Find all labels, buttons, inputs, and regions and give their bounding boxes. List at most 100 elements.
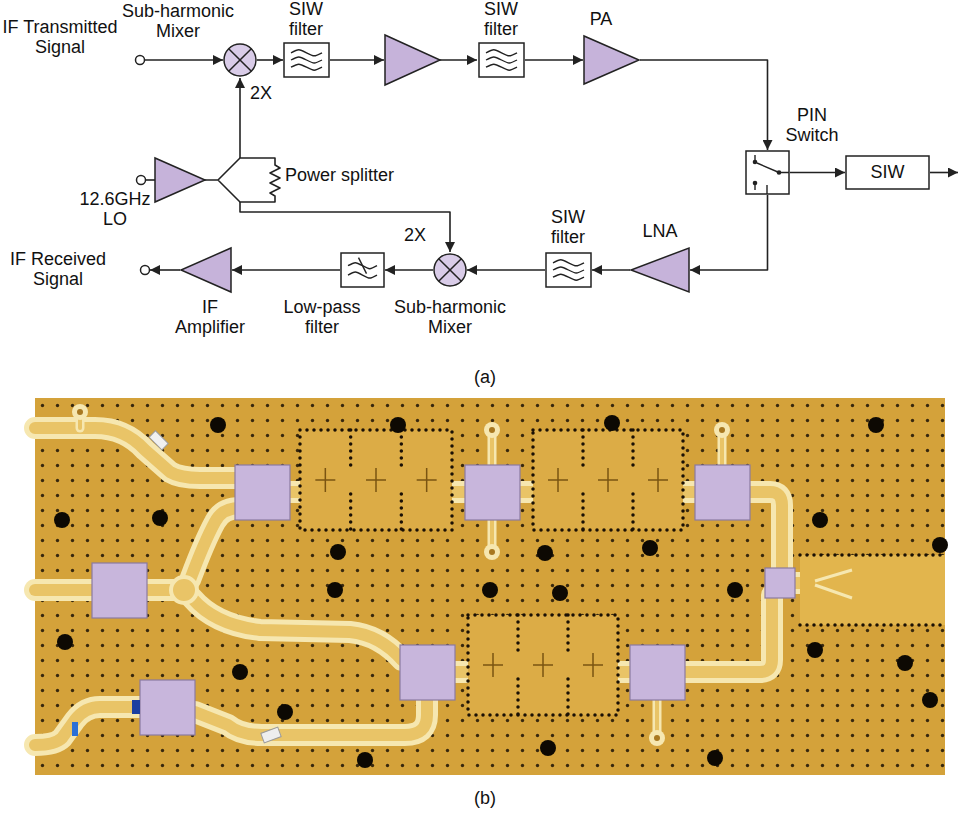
mounting-hole [552, 585, 568, 601]
smd-component [149, 431, 168, 450]
switch-contact [753, 160, 758, 165]
mmic-chip [235, 465, 290, 520]
bias-via [654, 735, 660, 741]
mmic-chip [765, 568, 795, 598]
switch-outline [746, 151, 789, 194]
mounting-hole [932, 537, 948, 553]
node-outline [583, 35, 640, 85]
amplifier-symbol: LNA [630, 247, 690, 293]
box-text: SIW [871, 163, 905, 183]
via-fence [300, 430, 452, 530]
signal-label: 2X [404, 226, 426, 246]
via-fence [800, 555, 945, 625]
mounting-hole [540, 740, 556, 756]
mixer-cross [439, 259, 462, 282]
mmic-chip [400, 645, 455, 700]
signal-label: 2X [250, 84, 272, 104]
tuning-cross [483, 653, 503, 677]
microstrip-trace [35, 428, 240, 478]
filter-wave [291, 57, 322, 63]
switch-contact [753, 181, 758, 186]
component-label: SIW filter [276, 0, 336, 40]
mounting-hole [57, 634, 73, 650]
switch-lever [755, 155, 789, 194]
node-outline [135, 55, 145, 65]
mounting-hole [482, 582, 498, 598]
bias-pad [649, 730, 665, 746]
filter-wave [553, 274, 584, 280]
component-label: Sub-harmonic Mixer [118, 2, 238, 42]
signal-wire [330, 59, 384, 61]
signal-wire [239, 78, 241, 158]
mounting-hole [807, 642, 823, 658]
mmic-chip [465, 465, 520, 520]
signal-wire [440, 59, 477, 61]
bias-via [77, 409, 83, 415]
amplifier-triangle [584, 36, 639, 84]
filter-wave [553, 260, 584, 266]
component-label: SIW filter [471, 0, 531, 40]
subfigure-caption: (a) [474, 368, 496, 388]
tuning-cross [417, 468, 437, 492]
component-label: PA [581, 10, 621, 30]
bias-pad [484, 544, 500, 560]
mmic-chip [630, 645, 685, 700]
amplifier-triangle [631, 248, 689, 292]
tuning-cross [648, 468, 668, 492]
node-outline [630, 247, 690, 293]
terminal-circle [136, 56, 145, 65]
amplifier-symbol [385, 35, 440, 85]
mmic-chip [140, 680, 195, 735]
component-label: Sub-harmonic Mixer [385, 298, 515, 338]
iris-via-row [581, 430, 585, 530]
mounting-hole [277, 704, 293, 720]
mounting-hole [812, 512, 828, 528]
via-fence [533, 430, 683, 530]
amplifier-triangle [181, 248, 231, 292]
pcb-photo [35, 398, 948, 775]
amplifier-symbol: IF Amplifier [180, 247, 232, 293]
iris-via-row [349, 430, 353, 530]
mounting-hole [327, 582, 343, 598]
filter-wave [486, 57, 517, 63]
smd-component [132, 700, 140, 714]
signal-connector [150, 269, 180, 271]
filter-box: SIW filter [283, 42, 330, 78]
mounting-hole [390, 417, 406, 433]
signal-connector [467, 269, 545, 271]
signal-wire [205, 158, 280, 202]
splitter-junction [171, 577, 197, 603]
iris-via-row [566, 615, 570, 715]
filter-outline [479, 43, 524, 77]
siw-filter-cavity [300, 430, 452, 530]
signal-wire [930, 172, 958, 174]
tuning-cross [315, 468, 335, 492]
node-outline [180, 247, 232, 293]
mixer-circle [434, 254, 466, 286]
mounting-hole [707, 750, 723, 766]
microstrip-trace [35, 584, 100, 596]
signal-connector [385, 269, 433, 271]
filter-outline [341, 253, 384, 287]
component-label: SIW filter [538, 208, 598, 248]
signal-wire [240, 202, 450, 252]
iris-via-row [631, 430, 635, 530]
filter-outline [546, 253, 591, 287]
mounting-hole [868, 417, 884, 433]
filter-box: SIW filter [478, 42, 525, 78]
amplifier-symbol [155, 158, 205, 202]
signal-connector [232, 269, 340, 271]
node-outline [433, 253, 467, 287]
trace-edge [192, 598, 402, 660]
pcb-board [35, 398, 945, 775]
signal-connector [525, 59, 583, 61]
filter-box: Low-pass filter [340, 252, 385, 288]
filter-box: SIW filter [545, 252, 592, 288]
mmic-chip [92, 563, 147, 618]
microstrip-trace [680, 595, 772, 672]
component-label: PIN Switch [777, 106, 847, 146]
mounting-hole [210, 417, 226, 433]
node-outline [136, 175, 146, 185]
node-outline [545, 252, 592, 288]
